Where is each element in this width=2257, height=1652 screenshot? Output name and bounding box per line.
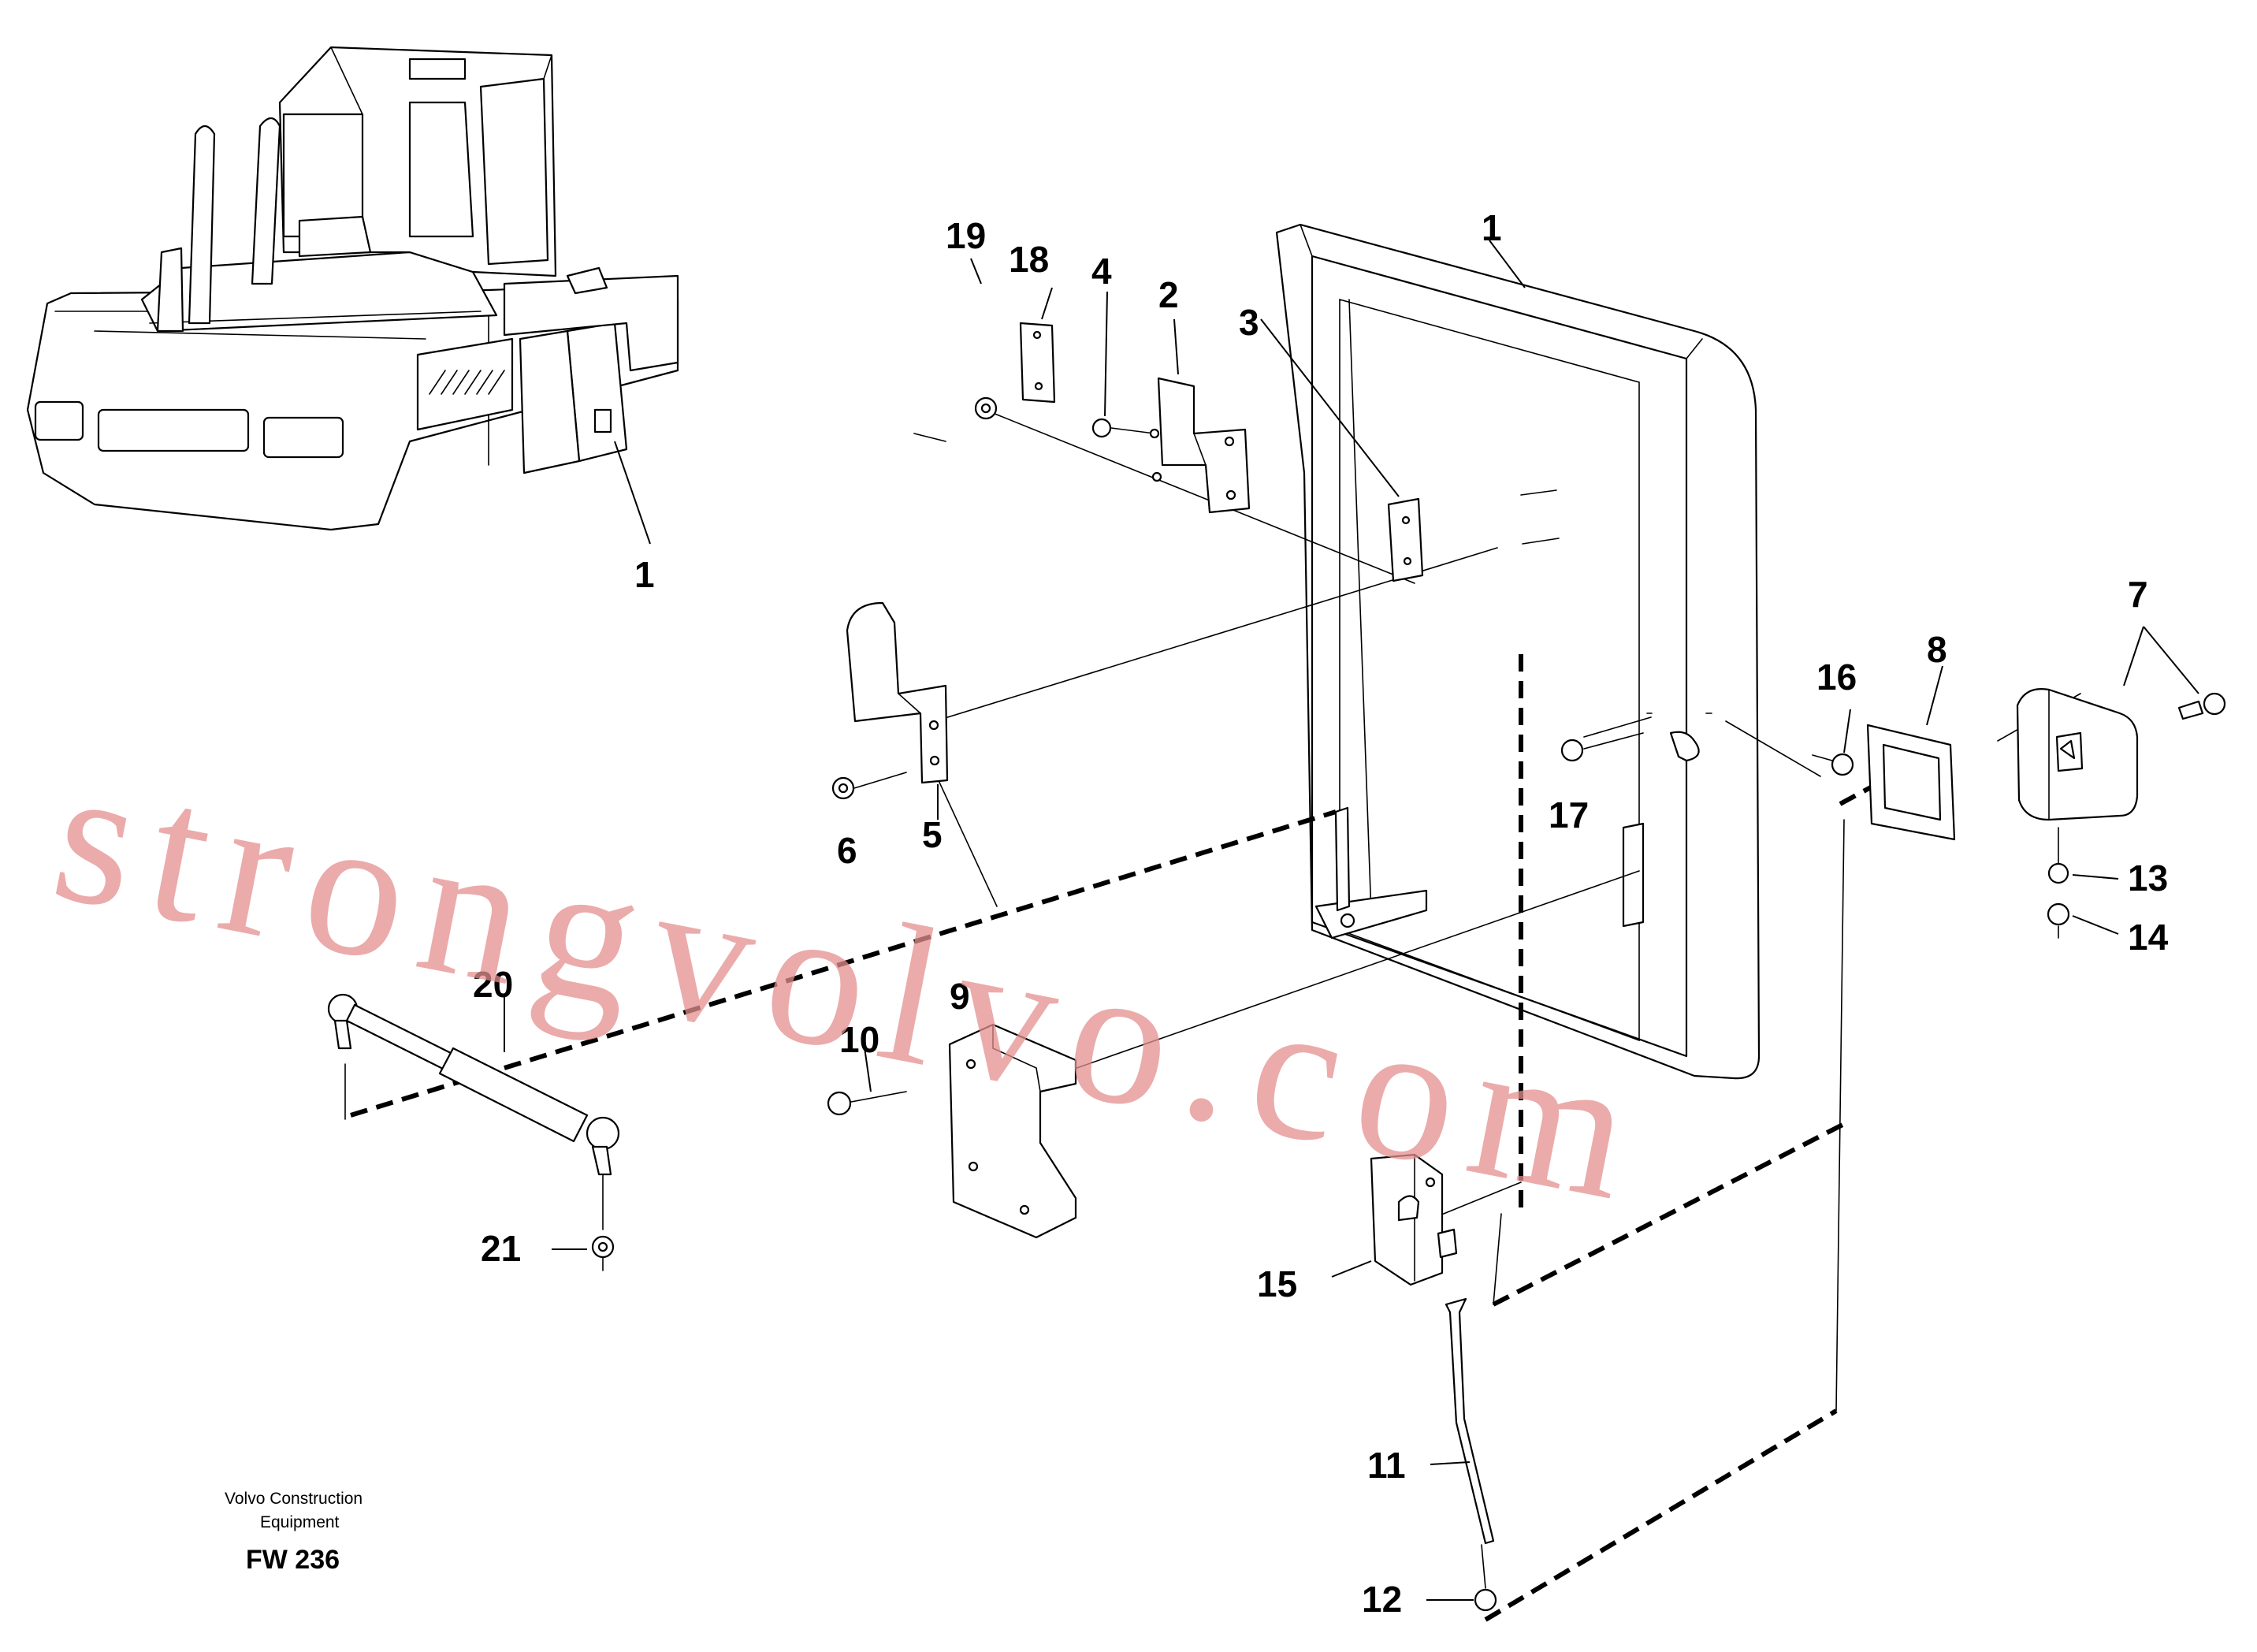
callout-2: 2 — [1158, 274, 1179, 315]
callout-1-overview: 1 — [634, 554, 655, 595]
callout-7: 7 — [2128, 574, 2148, 615]
callout-10: 10 — [839, 1019, 879, 1060]
callout-21: 21 — [481, 1228, 521, 1269]
callout-17: 17 — [1549, 794, 1589, 835]
callout-18: 18 — [1009, 239, 1049, 280]
callout-5: 5 — [922, 814, 943, 855]
door-frame-part — [1275, 223, 1761, 1080]
callout-4: 4 — [1091, 251, 1112, 292]
gas-strut-assembly — [327, 993, 620, 1271]
callout-14: 14 — [2128, 917, 2169, 958]
callout-19: 19 — [946, 215, 986, 256]
brand-subname: Equipment — [260, 1513, 340, 1531]
hinge-assembly — [970, 258, 1560, 582]
callout-9: 9 — [950, 976, 970, 1017]
callout-1-door: 1 — [1482, 207, 1502, 248]
brand-name: Volvo Construction — [225, 1490, 363, 1508]
callout-12: 12 — [1362, 1579, 1402, 1620]
figure-code: FW 236 — [246, 1545, 340, 1575]
callout-13: 13 — [2128, 858, 2168, 899]
lock-7-assembly — [2016, 626, 2226, 939]
callout-15: 15 — [1257, 1263, 1297, 1304]
callout-labels: 1 1 2 3 4 5 6 7 8 9 10 11 12 13 14 15 16… — [473, 207, 2169, 1620]
callout-20: 20 — [473, 964, 513, 1005]
callout-3: 3 — [1239, 302, 1259, 343]
seal-and-bolts — [1560, 665, 1956, 841]
bracket-9-assembly — [827, 1023, 1077, 1239]
bracket-5-assembly — [831, 601, 949, 820]
caption-block: Volvo Construction Equipment FW 236 — [225, 1490, 363, 1575]
rod-11-assembly — [1426, 1297, 1497, 1612]
callout-8: 8 — [1927, 629, 1947, 670]
callout-16: 16 — [1816, 657, 1857, 698]
callout-11: 11 — [1367, 1445, 1406, 1486]
lock-plate-15 — [1331, 1153, 1458, 1286]
callout-6: 6 — [837, 830, 857, 871]
excavator-overview — [26, 46, 679, 545]
